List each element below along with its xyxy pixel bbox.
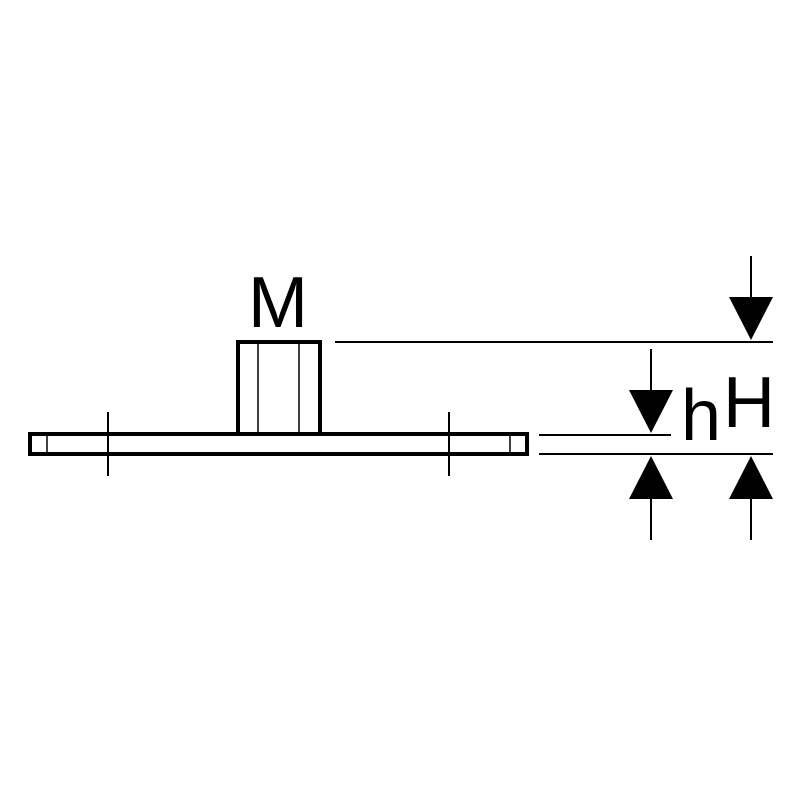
arrow-up-icon [729,456,773,499]
label-thread-size: M [248,263,308,343]
label-plate-thickness: h [681,376,721,456]
arrow-up-icon [629,456,673,499]
threaded-boss [236,340,322,436]
arrow-down-icon [729,297,773,340]
base-plate [28,432,529,456]
label-total-height: H [723,363,775,443]
arrow-down-icon [629,390,673,433]
